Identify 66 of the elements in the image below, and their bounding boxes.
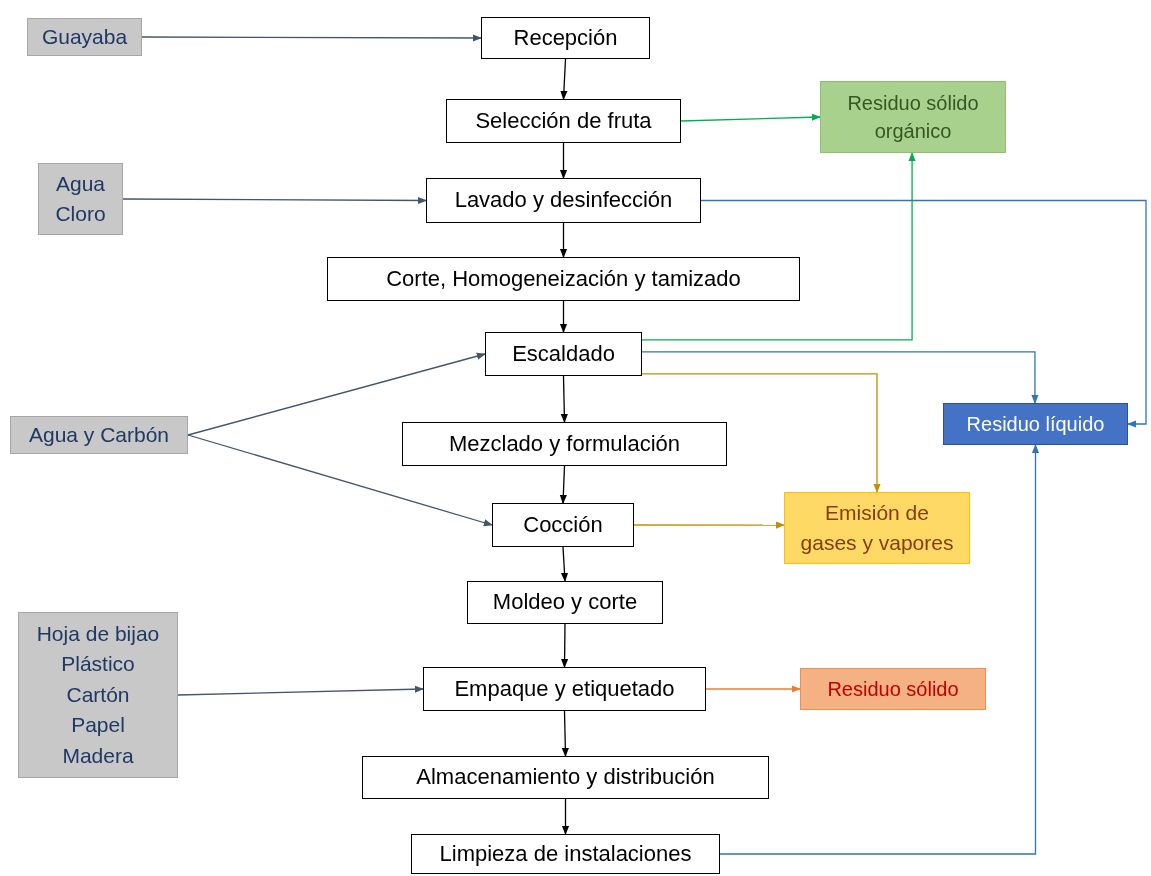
arrow — [187, 352, 486, 436]
step-label: Almacenamiento y distribución — [416, 763, 715, 792]
step-label: Residuo sólido orgánico — [846, 91, 980, 144]
step-label: Madera — [62, 742, 134, 769]
process-box — [411, 834, 720, 874]
arrow — [559, 142, 568, 179]
arrow — [177, 685, 424, 696]
arrow — [641, 351, 1039, 404]
arrow — [122, 196, 427, 205]
arrow — [680, 113, 821, 122]
step-label: Corte, Homogeneización y tamizado — [386, 264, 741, 293]
step-label: Moldeo y corte — [492, 588, 638, 617]
step-label: Lavado y desinfección — [454, 186, 673, 215]
arrow — [559, 222, 568, 258]
arrow — [560, 623, 569, 668]
arrow — [705, 685, 801, 693]
step-label: Guayaba — [41, 23, 128, 50]
step-label: Cloro — [55, 201, 106, 227]
step-label: Residuo líquido — [966, 412, 1105, 437]
step-label: Agua y Carbón — [28, 421, 170, 448]
process-box — [327, 257, 800, 301]
step-label: Escaldado — [512, 339, 615, 368]
arrow — [560, 375, 568, 423]
process-box — [423, 667, 706, 711]
process-box — [426, 178, 701, 223]
step-label: Selección de fruta — [475, 106, 652, 135]
arrow — [561, 798, 570, 835]
step-label: Hoja de bijao — [36, 620, 160, 647]
step-label: Empaque y etiquetado — [454, 674, 675, 703]
arrow — [187, 434, 493, 527]
step-label: Residuo sólido — [827, 677, 959, 702]
input-box — [18, 612, 178, 778]
step-label: Recepción — [513, 23, 618, 52]
process-box — [492, 503, 634, 547]
output-box — [943, 403, 1128, 445]
input-box — [38, 163, 123, 235]
process-box — [481, 17, 650, 59]
step-label: Limpieza de instalaciones — [439, 839, 692, 868]
arrow — [141, 34, 482, 42]
arrow — [559, 300, 568, 333]
arrow — [559, 465, 567, 504]
step-label: Cartón — [66, 681, 130, 708]
output-box — [800, 668, 986, 710]
arrow — [641, 152, 916, 341]
arrow — [560, 58, 568, 100]
arrow — [641, 373, 881, 493]
step-label: Plástico — [61, 651, 135, 678]
step-label: Papel — [71, 712, 125, 739]
output-box — [784, 492, 970, 564]
arrow — [633, 521, 785, 529]
arrow — [719, 444, 1040, 855]
output-box — [820, 81, 1006, 153]
process-box — [485, 332, 642, 376]
input-box — [10, 416, 188, 454]
input-box — [27, 18, 142, 56]
process-box — [362, 756, 769, 799]
arrow — [561, 710, 569, 757]
process-box — [446, 99, 681, 143]
arrow — [560, 546, 569, 582]
arrow — [700, 199, 1147, 428]
process-box — [402, 422, 727, 466]
step-label: Cocción — [523, 510, 603, 539]
step-label: Mezclado y formulación — [448, 429, 681, 458]
step-label: Emisión de gases y vapores — [799, 499, 955, 556]
step-label: Agua — [55, 170, 105, 197]
process-box — [467, 581, 663, 624]
